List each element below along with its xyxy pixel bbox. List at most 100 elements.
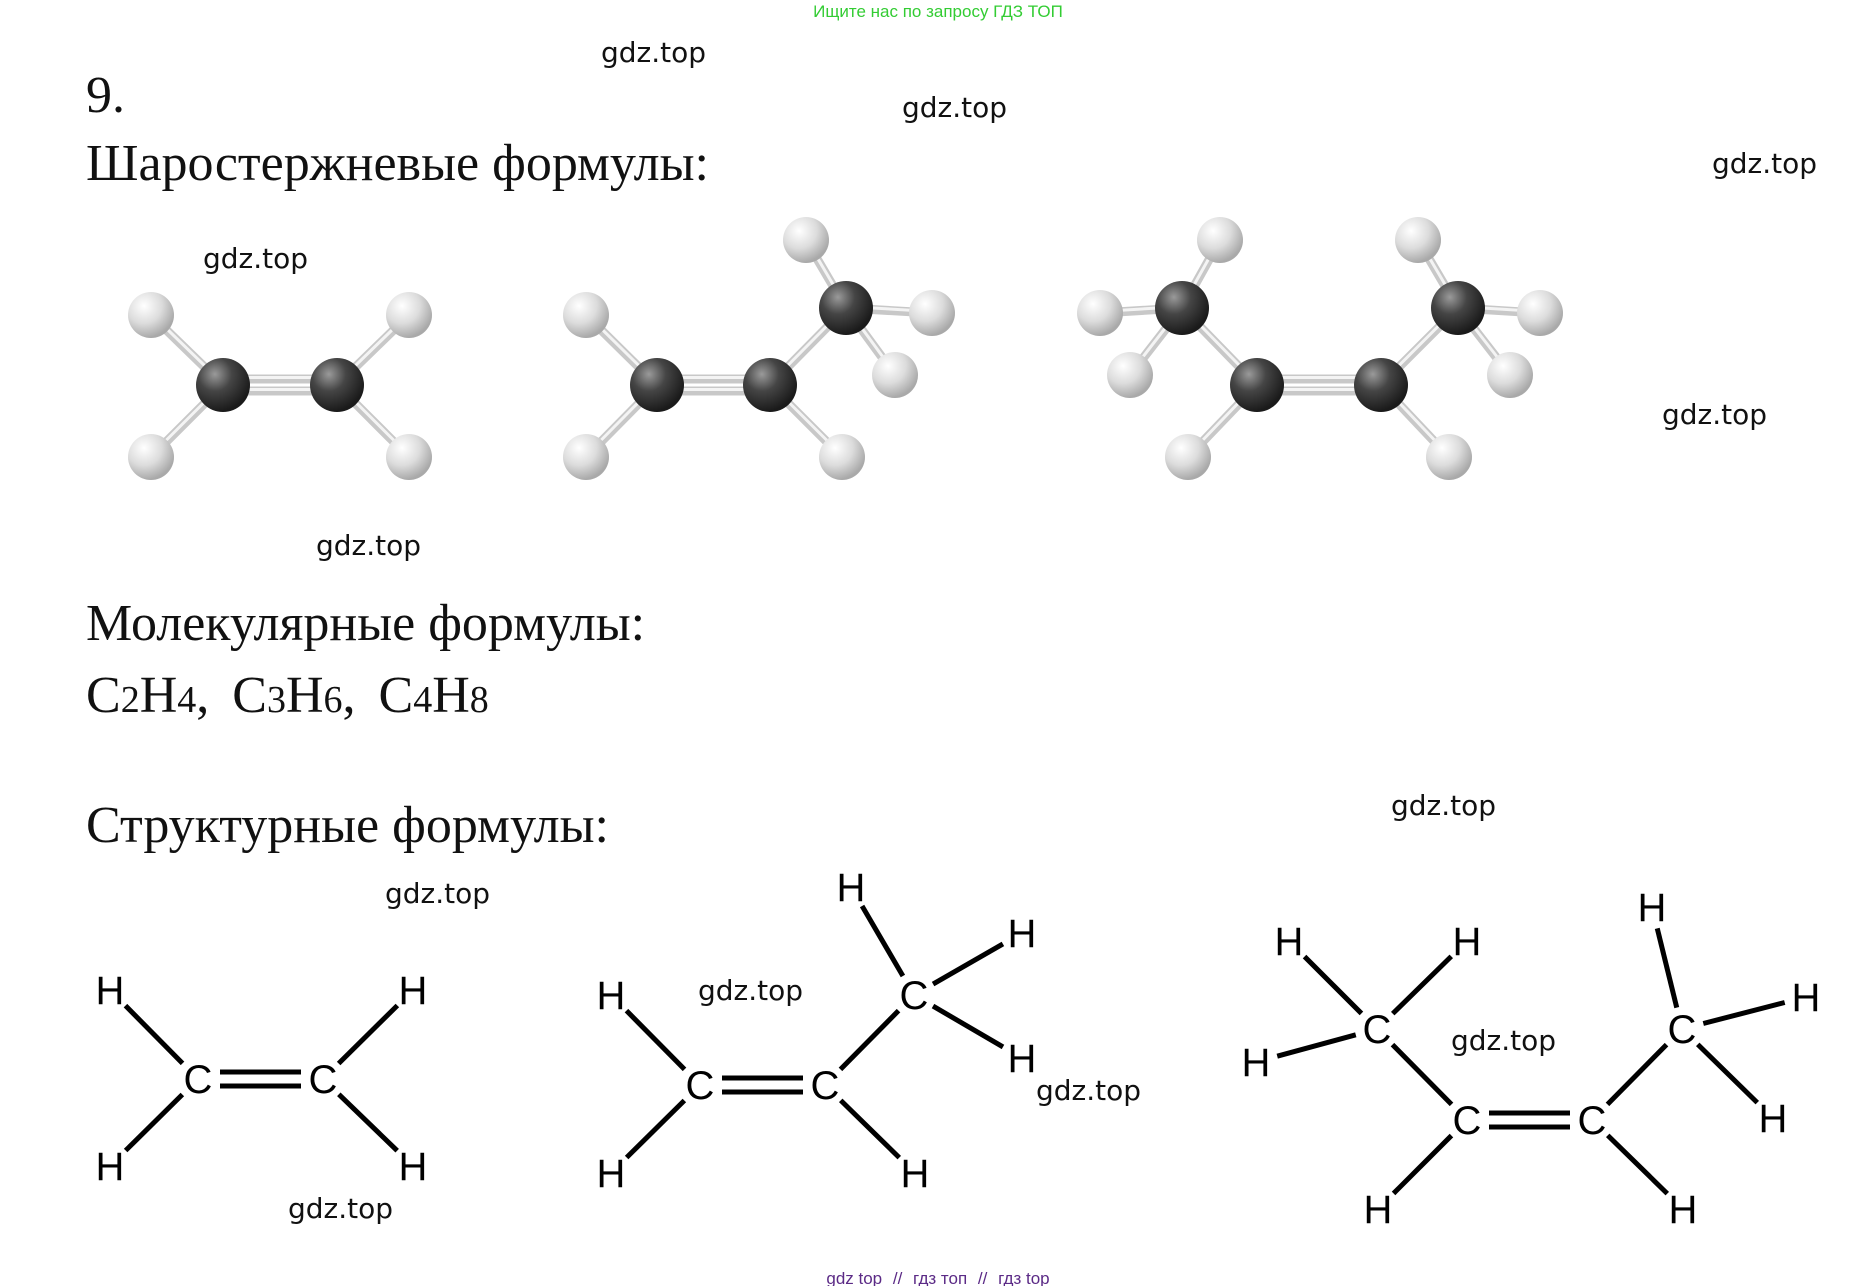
hydrogen-atom	[563, 434, 609, 480]
watermarks: gdz.top gdz.top gdz.top gdz.top gdz.top …	[203, 36, 1817, 1225]
watermark: gdz.top	[203, 242, 308, 275]
carbon-atom	[310, 358, 364, 412]
carbon-label: C	[184, 1058, 213, 1102]
hydrogen-atom	[783, 217, 829, 263]
single-bond-line	[1390, 954, 1454, 1016]
ball-stick-butene	[1077, 217, 1563, 480]
hydrogen-label: H	[1364, 1188, 1393, 1232]
watermark: gdz.top	[385, 877, 490, 910]
hydrogen-label: H	[399, 1145, 428, 1189]
carbon-atom	[743, 358, 797, 412]
footer-link-a[interactable]: gdz top	[826, 1269, 882, 1286]
carbon-atom	[1354, 358, 1408, 412]
single-bond-line	[337, 1092, 399, 1153]
hydrogen-atom	[1165, 434, 1211, 480]
hydrogen-label: H	[1792, 976, 1821, 1020]
footer-sep-2: //	[978, 1269, 988, 1286]
single-bond-line	[931, 941, 1005, 987]
hydrogen-atom	[1395, 217, 1441, 263]
watermark: gdz.top	[1712, 147, 1817, 180]
carbon-label: C	[1578, 1099, 1607, 1143]
formula-c2h4-n2: 4	[177, 679, 196, 721]
formula-c2h4-n1: 2	[121, 679, 140, 721]
hydrogen-label: H	[1242, 1041, 1271, 1085]
formula-c4h8-n1: 4	[413, 679, 432, 721]
carbon-atom	[1230, 358, 1284, 412]
carbon-label: C	[1668, 1008, 1697, 1052]
formula-c4h8-n2: 8	[470, 679, 489, 721]
hydrogen-atom	[872, 352, 918, 398]
single-bond-line	[1695, 1042, 1760, 1105]
hydrogen-atom	[1426, 434, 1472, 480]
carbon-label: C	[1363, 1008, 1392, 1052]
single-bond-line	[1391, 1133, 1454, 1196]
formula-c2h4-h: H	[140, 667, 178, 724]
watermark: gdz.top	[316, 529, 421, 562]
carbon-atom	[630, 358, 684, 412]
single-bond-line	[838, 1098, 902, 1160]
single-bond-line	[123, 1003, 185, 1066]
formula-c3h6-c: C	[232, 667, 267, 724]
structural-ethylene: C C H H H H	[96, 969, 428, 1189]
ball-stick-ethylene	[128, 292, 432, 480]
single-bond-line	[1390, 1042, 1454, 1107]
footer-link-c[interactable]: гдз top	[998, 1269, 1050, 1286]
ball-stick-propene	[563, 217, 955, 480]
carbon-atom	[819, 281, 873, 335]
single-bond-line	[123, 1092, 185, 1153]
hydrogen-label: H	[597, 974, 626, 1018]
hydrogen-atom	[1077, 290, 1123, 336]
watermark: gdz.top	[1036, 1074, 1141, 1107]
single-bond-line	[624, 1008, 687, 1072]
hydrogen-atom	[819, 434, 865, 480]
formula-sep-1: ,	[196, 667, 209, 724]
carbon-label: C	[811, 1064, 840, 1108]
hydrogen-atom	[386, 434, 432, 480]
watermark: gdz.top	[601, 36, 706, 69]
hydrogen-label: H	[1275, 920, 1304, 964]
carbon-label: C	[1453, 1099, 1482, 1143]
hydrogen-label: H	[96, 969, 125, 1013]
single-bond-line	[1605, 1133, 1670, 1196]
ball-stick-models	[128, 217, 1563, 480]
heading-ball-stick: Шаростержневые формулы:	[86, 135, 709, 192]
hydrogen-atom	[128, 292, 174, 338]
single-bond-line	[931, 1003, 1005, 1050]
hydrogen-label: H	[597, 1152, 626, 1196]
single-bond-line	[1654, 927, 1680, 1009]
task-number: 9.	[86, 67, 125, 124]
top-banner: Ищите нас по запросу ГДЗ ТОП	[813, 2, 1063, 21]
single-bond-line	[336, 1003, 400, 1066]
hydrogen-atom	[386, 292, 432, 338]
single-bond-line	[838, 1008, 901, 1072]
watermark: gdz.top	[1662, 398, 1767, 431]
single-bond-line	[1276, 1032, 1357, 1059]
footer-link-b[interactable]: гдз топ	[913, 1269, 967, 1286]
carbon-label: C	[900, 974, 929, 1018]
heading-molecular: Молекулярные формулы:	[86, 595, 645, 652]
single-bond-line	[859, 904, 906, 978]
heading-structural: Структурные формулы:	[86, 797, 609, 854]
watermark: gdz.top	[1451, 1024, 1556, 1057]
formula-c4h8-h: H	[432, 667, 470, 724]
formula-sep-2: ,	[343, 667, 356, 724]
hydrogen-label: H	[1008, 912, 1037, 956]
hydrogen-label: H	[1453, 920, 1482, 964]
hydrogen-label: H	[1759, 1097, 1788, 1141]
formula-c3h6-n2: 6	[324, 679, 343, 721]
hydrogen-atom	[563, 292, 609, 338]
watermark: gdz.top	[902, 91, 1007, 124]
hydrogen-atom	[909, 290, 955, 336]
hydrogen-label: H	[837, 866, 866, 910]
single-bond-line	[1605, 1042, 1669, 1107]
carbon-label: C	[309, 1058, 338, 1102]
molecular-formulas-line: C2H4, C3H6, C4H8	[86, 667, 489, 724]
watermark: gdz.top	[1391, 789, 1496, 822]
hydrogen-label: H	[96, 1145, 125, 1189]
formula-c4h8-c: C	[379, 667, 414, 724]
hydrogen-label: H	[399, 969, 428, 1013]
